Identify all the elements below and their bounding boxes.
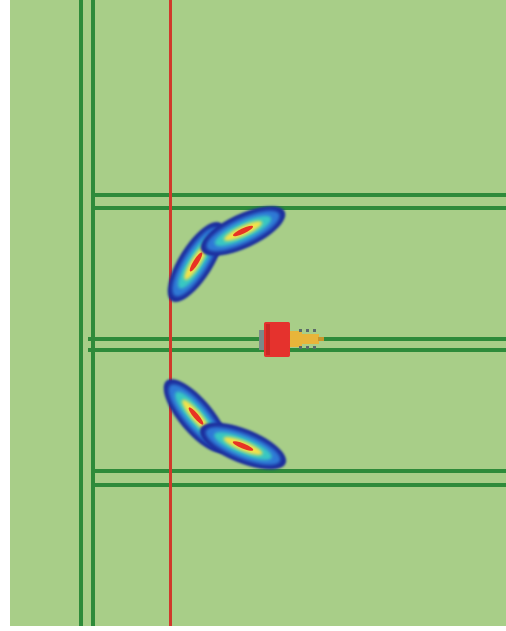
boundary-line bbox=[169, 0, 172, 626]
field-area bbox=[10, 0, 506, 626]
